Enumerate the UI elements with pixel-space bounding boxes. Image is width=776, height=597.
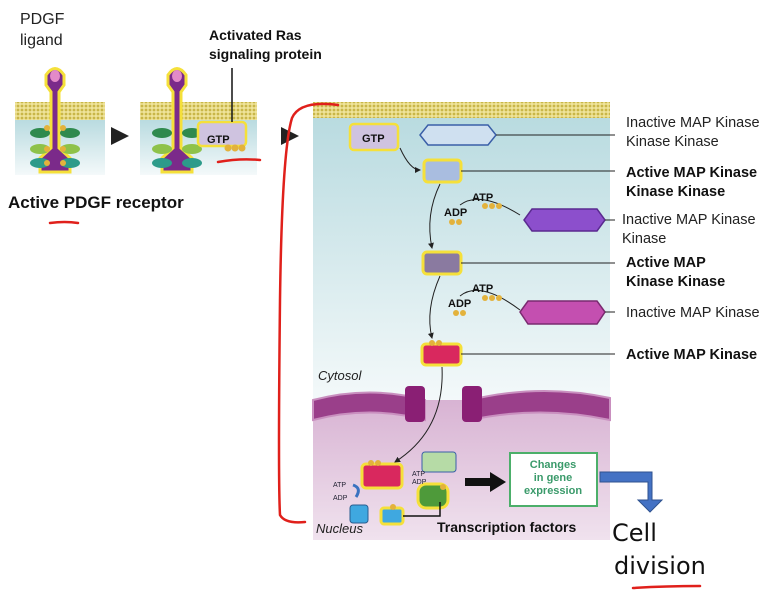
- receptor-panel-inactive: [15, 67, 105, 175]
- inactive-mapkk-label-2: Kinase: [622, 231, 666, 247]
- inactive-mapkkk-label: Inactive MAP Kinase: [626, 115, 760, 131]
- ligand-label-2: ligand: [20, 32, 63, 49]
- adp-label: ADP: [444, 207, 467, 219]
- ras-label-2: signaling protein: [209, 46, 322, 62]
- active-mapkkk-label: Active MAP Kinase: [626, 165, 757, 181]
- inactive-mapkkk-label-2: Kinase Kinase: [626, 134, 719, 150]
- cascade-gtp-label: GTP: [362, 133, 385, 145]
- cell-division-label: Cell: [612, 519, 657, 547]
- atp-label: ATP: [472, 192, 493, 204]
- atp-label: ATP: [412, 471, 425, 478]
- adp-label: ADP: [412, 479, 427, 486]
- active-mapk-shape: [420, 342, 463, 367]
- gene-expression-label-2: in gene: [534, 472, 573, 484]
- active-mapkk-label: Active MAP: [626, 255, 706, 271]
- inactive-mapkk-label: Inactive MAP Kinase: [622, 212, 756, 228]
- inactive-mapkk-shape: [523, 208, 606, 232]
- adp-label: ADP: [448, 298, 471, 310]
- nucleus-label: Nucleus: [316, 521, 363, 536]
- gene-expression-label: Changes: [530, 459, 576, 471]
- active-mapkk-label-2: Kinase Kinase: [626, 274, 725, 290]
- active-mapkk-shape: [421, 250, 463, 276]
- active-mapkkk-shape: [422, 158, 463, 184]
- inactive-mapkkk-shape: [419, 124, 497, 146]
- cytosol-label: Cytosol: [318, 368, 362, 383]
- cell-division-label-2: division: [614, 552, 706, 580]
- active-mapkkk-label-2: Kinase Kinase: [626, 184, 725, 200]
- ligand-label: PDGF: [20, 11, 65, 28]
- inactive-mapk-shape: [519, 300, 606, 325]
- gene-expression-box: [509, 452, 598, 507]
- active-mapk-label: Active MAP Kinase: [626, 347, 757, 363]
- atp-label: ATP: [472, 283, 493, 295]
- blue-arrow-icon: [599, 471, 664, 513]
- ras-label: Activated Ras: [209, 27, 302, 43]
- arrow-icon: [490, 472, 506, 492]
- gene-expression-label-3: expression: [524, 485, 582, 497]
- transcription-factors-label: Transcription factors: [437, 519, 576, 535]
- kinase-labels: Inactive MAP Kinase Kinase Kinase Active…: [622, 115, 760, 363]
- adp-label: ADP: [333, 495, 348, 502]
- receptor-panel-active: GTP: [140, 67, 257, 175]
- handwritten-red-marks: [48, 102, 702, 590]
- receptor-label: Active PDGF receptor: [8, 193, 184, 212]
- atp-label: ATP: [333, 482, 346, 489]
- inactive-mapk-label: Inactive MAP Kinase: [626, 305, 760, 321]
- ras-gtp-label: GTP: [207, 134, 230, 146]
- cascade-panel: GTP ATP ADP ATP ADP Cytosol: [312, 102, 615, 540]
